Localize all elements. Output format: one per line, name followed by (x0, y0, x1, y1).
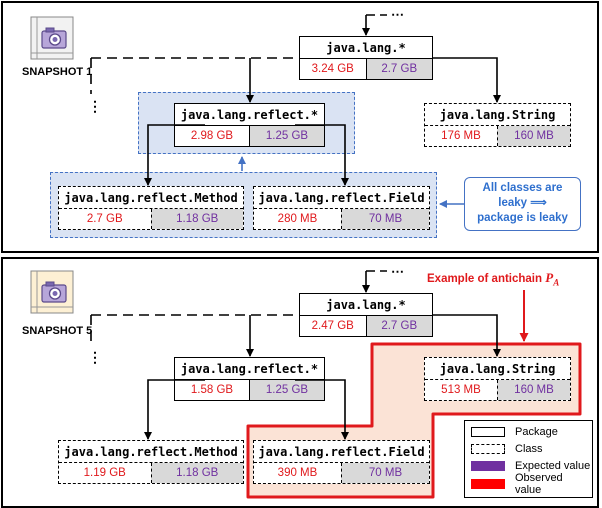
snapshot-label: SNAPSHOT 1 (22, 66, 93, 78)
observed-value: 176 MB (441, 130, 481, 142)
class-node-java-lang-string: java.lang.String 513 MB 160 MB (424, 357, 571, 401)
legend-expected-label: Expected value (515, 460, 591, 472)
package-node-java-lang-reflect: java.lang.reflect.* 2.98 GB 1.25 GB (174, 103, 325, 147)
snapshot-label: SNAPSHOT 5 (22, 325, 93, 337)
observed-value: 513 MB (441, 384, 481, 396)
ellipsis-left: ⋮ (88, 349, 102, 365)
node-name: java.lang.* (326, 298, 406, 312)
observed-value: 390 MB (277, 467, 318, 479)
antichain-symbol: P (545, 270, 554, 285)
node-name: java.lang.reflect.Method (64, 191, 238, 205)
expected-swatch (471, 461, 505, 471)
antichain-label: Example of antichain PA (427, 270, 559, 288)
class-node-java-lang-string: java.lang.String 176 MB 160 MB (424, 103, 571, 147)
observed-value: 1.19 GB (83, 467, 126, 479)
antichain-label-text: Example of antichain (427, 273, 543, 285)
observed-value: 3.24 GB (311, 63, 354, 75)
ellipsis-top: ⋯ (391, 7, 404, 22)
legend-expected: Expected value (471, 459, 590, 473)
package-node-java-lang: java.lang.* 2.47 GB 2.7 GB (299, 293, 433, 337)
expected-value: 1.25 GB (249, 126, 324, 146)
legend-package-label: Package (515, 426, 558, 438)
observed-value: 1.58 GB (190, 384, 234, 396)
node-name: java.lang.reflect.Method (64, 445, 238, 459)
expected-value: 70 MB (341, 209, 429, 229)
expected-value: 1.18 GB (150, 463, 243, 483)
ellipsis-top: ⋯ (391, 264, 404, 279)
observed-swatch (471, 479, 505, 489)
class-swatch (471, 444, 505, 454)
package-node-java-lang: java.lang.* 3.24 GB 2.7 GB (299, 36, 433, 80)
class-node-java-lang-reflect-method: java.lang.reflect.Method 1.19 GB 1.18 GB (58, 440, 244, 484)
legend: Package Class Expected value Observed va… (464, 420, 593, 498)
package-node-java-lang-reflect: java.lang.reflect.* 1.58 GB 1.25 GB (174, 357, 325, 401)
ellipsis-left: ⋮ (88, 98, 102, 114)
expected-value: 160 MB (497, 380, 570, 400)
legend-observed: Observed value (471, 472, 592, 496)
node-name: java.lang.String (439, 108, 556, 122)
note-line-3: package is leaky (477, 212, 568, 224)
node-name: java.lang.String (439, 362, 556, 376)
camera-icon (30, 270, 74, 318)
leaky-note: All classes are leaky ⟹ package is leaky (464, 177, 581, 231)
observed-value: 2.98 GB (190, 130, 234, 142)
class-node-java-lang-reflect-field: java.lang.reflect.Field 280 MB 70 MB (253, 186, 430, 230)
node-name: java.lang.reflect.Field (258, 445, 425, 459)
expected-value: 1.25 GB (249, 380, 324, 400)
expected-value: 160 MB (497, 126, 570, 146)
legend-class: Class (471, 442, 543, 456)
note-line-2: leaky ⟹ (498, 197, 547, 209)
camera-icon (30, 16, 74, 64)
note-line-1: All classes are (482, 182, 563, 194)
node-name: java.lang.reflect.Field (258, 191, 425, 205)
legend-observed-label: Observed value (514, 472, 563, 496)
node-name: java.lang.reflect.* (180, 108, 319, 122)
expected-value: 2.7 GB (365, 316, 432, 336)
expected-value: 2.7 GB (365, 59, 432, 79)
antichain-subscript: A (553, 277, 560, 288)
class-node-java-lang-reflect-field: java.lang.reflect.Field 390 MB 70 MB (253, 440, 430, 484)
expected-value: 70 MB (341, 463, 429, 483)
expected-value: 1.18 GB (150, 209, 243, 229)
observed-value: 280 MB (277, 213, 318, 225)
class-node-java-lang-reflect-method: java.lang.reflect.Method 2.7 GB 1.18 GB (58, 186, 244, 230)
observed-value: 2.47 GB (311, 320, 354, 332)
legend-class-label: Class (515, 443, 543, 455)
legend-package: Package (471, 425, 558, 439)
node-name: java.lang.reflect.* (180, 362, 319, 376)
observed-value: 2.7 GB (86, 213, 123, 225)
package-swatch (471, 427, 505, 437)
node-name: java.lang.* (326, 41, 406, 55)
